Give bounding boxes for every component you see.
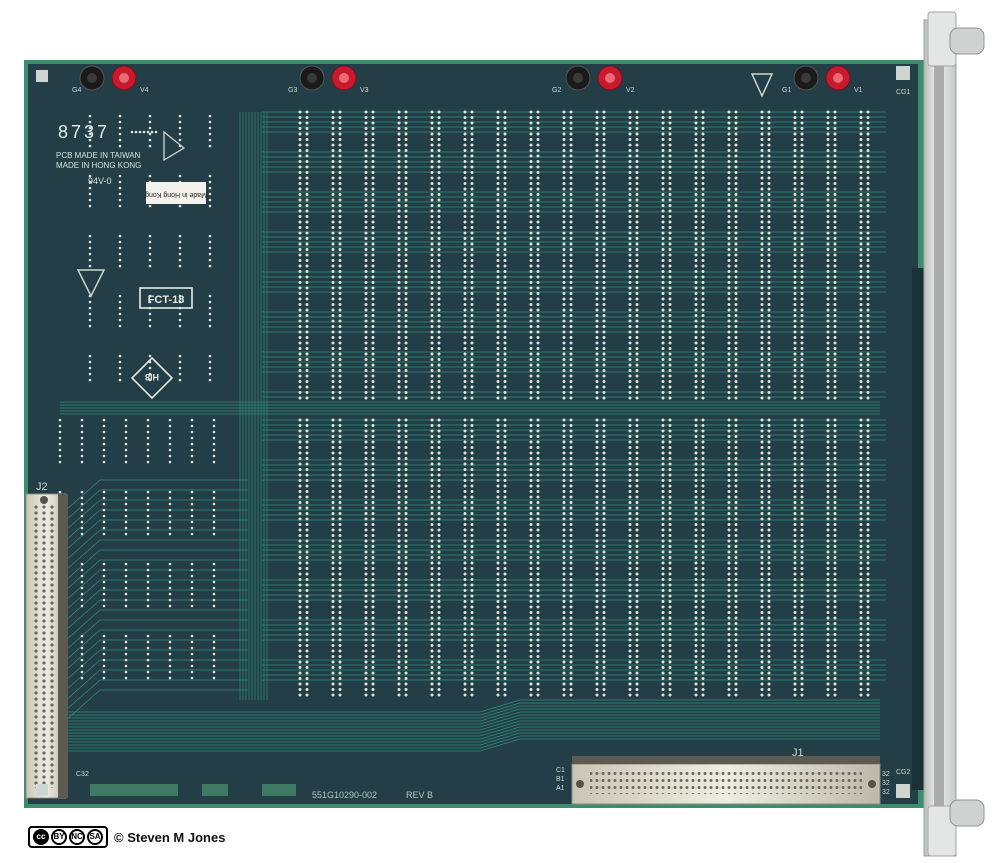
ul-mark-icon: [163, 130, 186, 162]
corner-pad-bottom-right: [896, 784, 910, 798]
cc-sa-icon: SA: [87, 829, 103, 845]
thumbscrew-top: [949, 27, 985, 55]
made-in-hong-kong-label: MADE IN HONG KONG: [56, 161, 141, 170]
b1-label: B1: [556, 776, 565, 783]
pin-32-c-label: 32: [882, 771, 890, 778]
recycle-triangle-icon: [76, 269, 106, 298]
binding-post-pair-4: G4 V4: [72, 65, 149, 94]
corner-pad-top-left: [36, 70, 48, 82]
sticker: [146, 182, 206, 204]
silkscreen-bar-3: [262, 784, 296, 796]
c1-label: C1: [556, 767, 565, 774]
j2-mount-hole-top: [40, 496, 48, 504]
cc-license-badge: cc BY NC SA: [28, 826, 108, 848]
post-g-label: G2: [552, 87, 561, 94]
thumbscrew-bottom: [949, 799, 985, 827]
silkscreen-bar-2: [202, 784, 228, 796]
binding-post-pair-1: G1 V1: [782, 65, 863, 94]
binding-post-pair-2: G2 V2: [552, 65, 635, 94]
corner-pad-top-right: [896, 66, 910, 80]
cg2-label: CG2: [896, 769, 911, 776]
board-serial: 8737: [58, 122, 110, 142]
rail-slot: [934, 64, 944, 812]
cg1-label: CG1: [896, 89, 911, 96]
esd-warning-icon: [750, 73, 774, 98]
board-body: [28, 64, 918, 804]
post-g-label: G4: [72, 87, 81, 94]
serial-dot-row: [130, 130, 158, 134]
cc-by-icon: BY: [51, 829, 67, 845]
post-v-label: V3: [360, 87, 369, 94]
j1-mount-hole-right: [868, 780, 876, 788]
j1-mount-hole-left: [576, 780, 584, 788]
credit-text: © Steven M Jones: [114, 829, 226, 845]
j2-label: J2: [36, 481, 48, 493]
a1-label: A1: [556, 785, 565, 792]
corner-pad-bottom-left: [36, 784, 48, 796]
fct-stamp-label: FCT-18: [148, 294, 185, 306]
connector-j1-side: [572, 756, 880, 764]
connector-j2-side: [58, 494, 68, 798]
connector-j1-pins: [590, 770, 862, 794]
cc-nc-icon: NC: [69, 829, 85, 845]
pad-layer: [58, 110, 870, 697]
post-g-label: G1: [782, 87, 791, 94]
board-cutout: [912, 268, 924, 790]
c32-label: C32: [76, 771, 89, 778]
cc-icon: cc: [33, 829, 49, 845]
made-in-taiwan-label: PCB MADE IN TAIWAN: [56, 151, 141, 160]
photo-credit: cc BY NC SA © Steven M Jones: [28, 826, 225, 848]
post-g-label: G3: [288, 87, 297, 94]
revision-label: REV B: [406, 790, 433, 800]
fct-stamp: [139, 287, 193, 309]
pin-32-a-label: 32: [882, 789, 890, 796]
j1-label: J1: [792, 747, 804, 759]
part-number-label: 551G10290-002: [312, 790, 377, 800]
pin-32-b-label: 32: [882, 780, 890, 787]
sticker-label: Made in Hong Kong: [145, 191, 207, 198]
connector-j2-pins: [32, 504, 58, 788]
binding-post-pair-3: G3 V3: [288, 65, 369, 94]
rating-label: 94V-0: [88, 176, 112, 186]
hi-stamp-icon: [130, 356, 174, 400]
post-v-label: V2: [626, 87, 635, 94]
post-v-label: V4: [140, 87, 149, 94]
post-v-label: V1: [854, 87, 863, 94]
hi-stamp-label: HI8: [145, 372, 159, 382]
ejector-bottom: [927, 805, 957, 857]
silkscreen-bar-1: [90, 784, 178, 796]
